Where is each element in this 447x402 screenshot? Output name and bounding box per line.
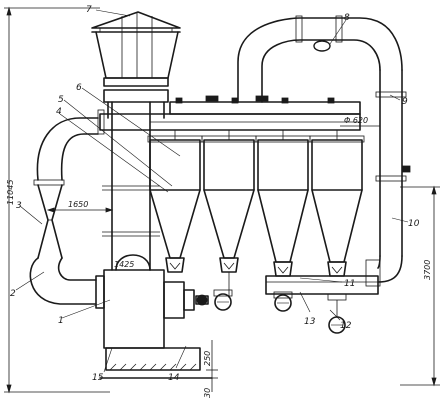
callout-9: 9: [402, 97, 408, 107]
cyclone-1: [147, 130, 203, 273]
rotary-valve-1: [213, 289, 233, 311]
cyclone-3: [255, 130, 311, 277]
callout-15: 15: [92, 373, 104, 383]
overall-height-dimension: 11045: [4, 6, 110, 394]
pipe-bend-8: [237, 15, 403, 103]
callout-1: 1: [58, 316, 64, 326]
lower-height-label: 3700: [423, 260, 432, 280]
callout-12: 12: [340, 321, 352, 331]
pipe-diameter-label: Φ 620: [344, 116, 368, 125]
cyclone-4: [309, 130, 365, 277]
callout-7: 7: [86, 5, 92, 15]
foot-offset-label: 30: [203, 388, 212, 398]
callout-3: 3: [16, 201, 22, 211]
callout-13: 13: [304, 317, 316, 327]
lower-height-dimension: 3700: [400, 185, 440, 387]
callout-2: 2: [10, 289, 16, 299]
cyclone-2: [201, 130, 257, 298]
callout-5: 5: [58, 95, 64, 105]
callout-6: 6: [76, 83, 82, 93]
main-column: [102, 101, 160, 271]
callout-numbers: 1 2 3 4 5 6 7 8 9 10 11 12 13 14 15: [10, 5, 420, 383]
base-offset-label: 250: [203, 351, 212, 366]
fan-unit: 1425: [103, 254, 209, 371]
callout-4: 4: [56, 107, 62, 117]
span-label: 1650: [68, 200, 88, 209]
dust-collector-13: [265, 275, 379, 295]
pipe-diameter-callout: Φ 620: [340, 116, 380, 127]
callout-11: 11: [344, 279, 355, 289]
riser-duct-9-10: [365, 69, 411, 287]
callout-8: 8: [344, 13, 350, 23]
leader-lines: [15, 9, 409, 373]
overall-height-label: 11045: [6, 180, 15, 205]
inlet-size-label: 1425: [114, 260, 134, 269]
foundation: 250 30: [99, 340, 218, 398]
span-dimension: 1650: [46, 200, 114, 213]
exhaust-stack: [91, 11, 181, 119]
inlet-duct-2: [29, 117, 105, 309]
callout-10: 10: [408, 219, 420, 229]
rotary-valve-2: [273, 291, 293, 312]
callout-14: 14: [168, 373, 180, 383]
